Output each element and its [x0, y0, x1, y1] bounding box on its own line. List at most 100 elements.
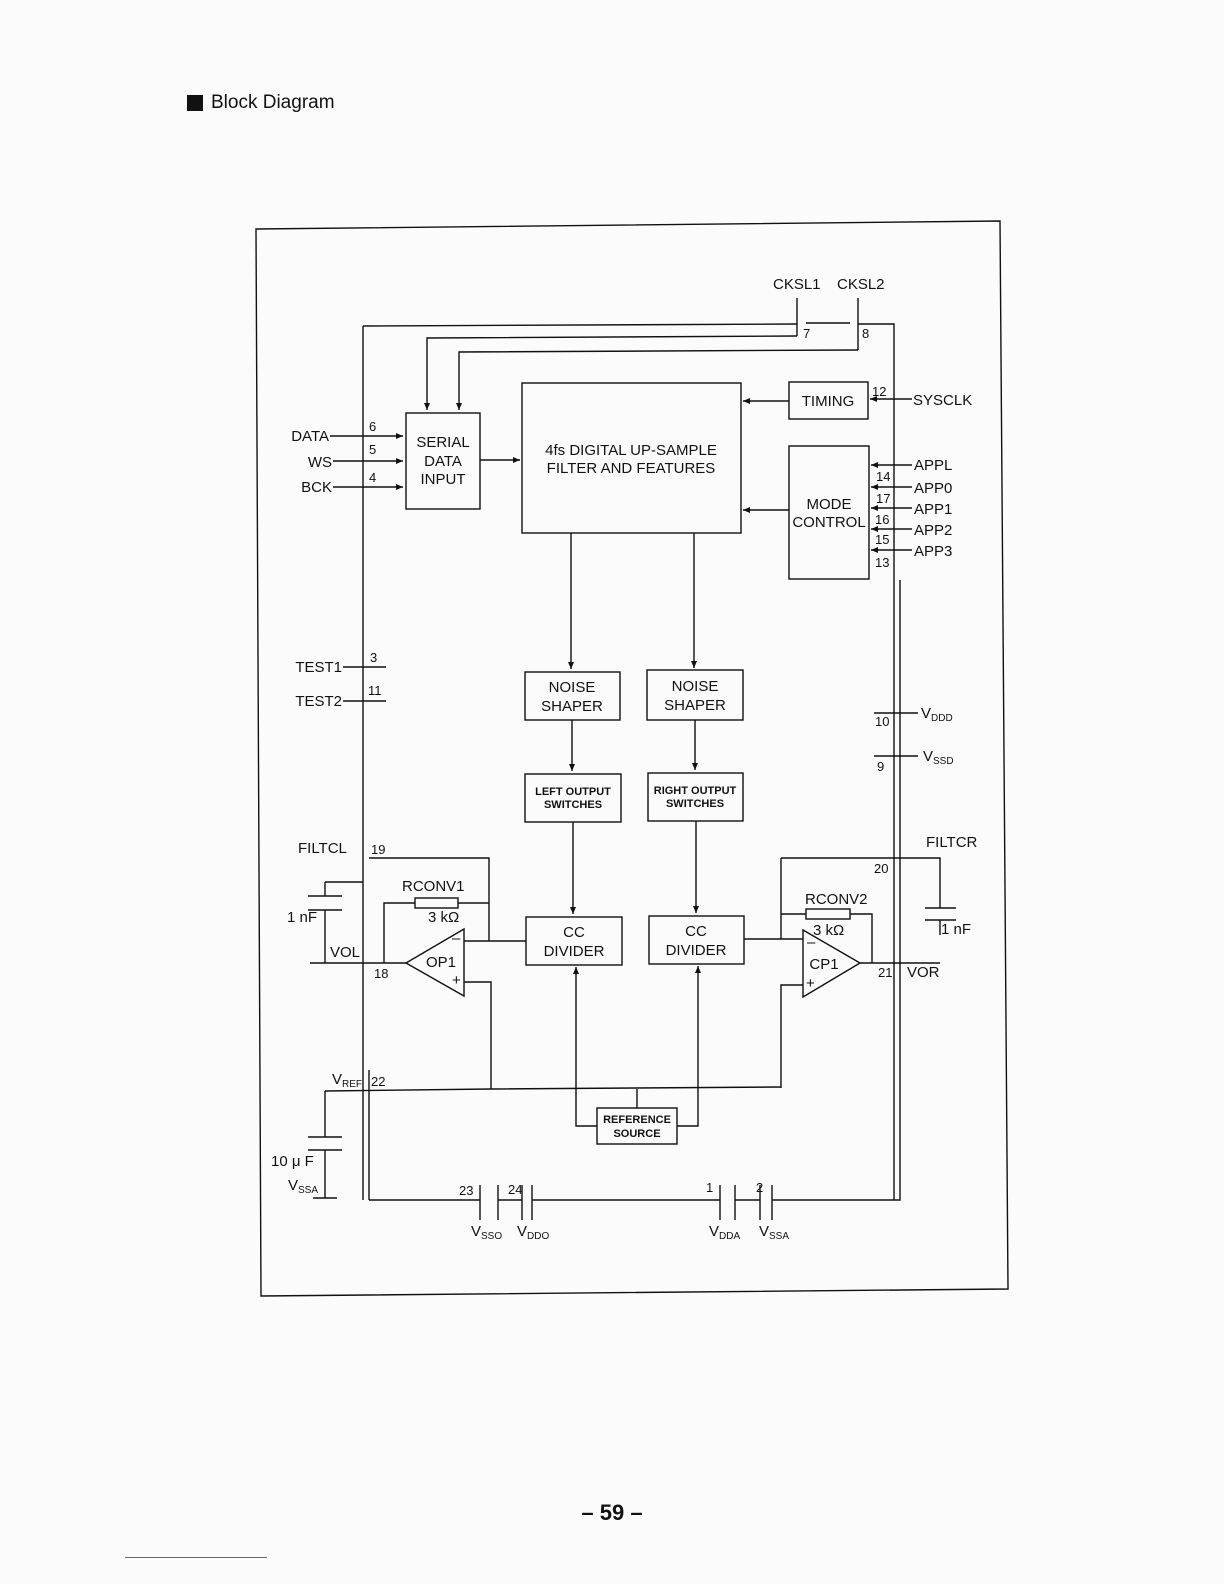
cksl1-bus-top: [362, 323, 798, 327]
op1-minus: –: [452, 930, 461, 947]
app0-label: APP0: [914, 480, 952, 497]
diagram-frame: [255, 220, 1009, 1297]
rconv2-right-wire: [850, 913, 873, 963]
right-switch-label1: RIGHT OUTPUT: [654, 785, 737, 797]
op1-plus-wire: [464, 981, 492, 1089]
vor-label: VOR: [907, 964, 940, 981]
timing-label: TIMING: [802, 393, 855, 410]
cp1-label: CP1: [809, 956, 838, 973]
rconv1-resistor: [414, 897, 459, 909]
ws-label: WS: [308, 454, 332, 471]
cc-divider-left-block: [525, 916, 623, 966]
cp1-plus: +: [806, 975, 815, 992]
op1-label: OP1: [426, 954, 456, 971]
vdda-vssa-pins: [719, 1185, 773, 1220]
sysclk-label: SYSCLK: [913, 392, 972, 409]
right-switch-label2: SWITCHES: [666, 798, 724, 810]
serial-data-label: DATA: [424, 453, 462, 470]
pin-23: 23: [459, 1183, 473, 1198]
noise-right-label2: SHAPER: [664, 697, 726, 714]
r1-value-label: 3 kΩ: [428, 909, 459, 926]
pin-15: 15: [875, 532, 889, 547]
reference-to-cc-left: [573, 967, 597, 1127]
vssa-left-label: VSSA: [288, 1177, 318, 1196]
pin-20: 20: [874, 861, 888, 876]
noise-left-label2: SHAPER: [541, 698, 603, 715]
filtcl-label: FILTCL: [298, 840, 347, 857]
timing-block: [788, 381, 869, 420]
left-capacitor: [308, 882, 342, 963]
cksl2-label: CKSL2: [837, 276, 885, 293]
pin-5: 5: [369, 442, 376, 457]
mode-label: MODE: [807, 496, 852, 513]
noise-shaper-left-block: [524, 671, 621, 721]
op1-amplifier: [404, 927, 465, 998]
serial-label: SERIAL: [416, 434, 469, 451]
bottom-link-underline: [125, 1557, 267, 1558]
rconv1-left-wire: [383, 902, 415, 963]
heading-bullet-icon: [187, 95, 203, 111]
reference-to-cc-right: [677, 966, 701, 1127]
noise-right-label1: NOISE: [672, 678, 719, 695]
page-number: – 59 –: [581, 1500, 643, 1525]
pin-1: 1: [706, 1180, 713, 1195]
cc-left-label2: DIVIDER: [544, 943, 605, 960]
rconv2-label: RCONV2: [805, 891, 868, 908]
pin-12: 12: [872, 384, 886, 399]
heading-text: Block Diagram: [211, 92, 335, 113]
ref-capacitor: [308, 1091, 342, 1199]
pin-22: 22: [371, 1074, 385, 1089]
cp1-amplifier: [802, 928, 862, 999]
right-bus-line: [858, 323, 895, 1200]
filtcr-label: FILTCR: [926, 834, 978, 851]
app3-label: APP3: [914, 543, 952, 560]
vddd-label: VDDD: [921, 705, 953, 724]
serial-data-input-block: [405, 412, 481, 510]
cksl2-to-serial: [456, 349, 859, 410]
test2-label: TEST2: [295, 693, 342, 710]
cp1-minus: –: [807, 934, 816, 951]
vssa-label: VSSA: [759, 1223, 789, 1242]
vssd-label: VSSD: [923, 748, 954, 767]
cc-left-label1: CC: [563, 924, 585, 941]
right-output-switches-block: [647, 772, 744, 822]
pin-3: 3: [370, 650, 377, 665]
c-ref-label: 10 μ F: [271, 1153, 314, 1170]
vsso-label: VSSO: [471, 1223, 502, 1242]
filter-label-line1: 4fs DIGITAL UP-SAMPLE: [545, 442, 717, 459]
bottom-bus-line: [369, 580, 901, 1201]
page-heading: Block Diagram: [187, 92, 335, 114]
digital-filter-block: [521, 382, 742, 534]
data-label: DATA: [291, 428, 329, 445]
vddo-label: VDDO: [517, 1223, 549, 1242]
vref-label: VREF: [332, 1071, 362, 1090]
noise-shaper-right-block: [646, 669, 744, 721]
left-switch-label2: SWITCHES: [544, 799, 602, 811]
pin-13: 13: [875, 555, 889, 570]
pin-17: 17: [876, 491, 890, 506]
pin-9: 9: [877, 759, 884, 774]
pin-6: 6: [369, 419, 376, 434]
pin-10: 10: [875, 714, 889, 729]
filtcl-feedback-line: [369, 857, 490, 941]
c-left-label: 1 nF: [287, 909, 317, 926]
pin-21: 21: [878, 965, 892, 980]
cc-right-label2: DIVIDER: [666, 942, 727, 959]
c-right-label: 1 nF: [941, 921, 971, 938]
control-label: CONTROL: [792, 514, 865, 531]
vdda-label: VDDA: [709, 1223, 740, 1242]
serial-input-label: INPUT: [421, 471, 466, 488]
filtcr-capacitor: [781, 857, 956, 935]
pin-18: 18: [374, 966, 388, 981]
op1-plus: +: [452, 972, 461, 989]
pin-2: 2: [756, 1180, 763, 1195]
left-switch-label1: LEFT OUTPUT: [535, 786, 611, 798]
reference-label1: REFERENCE: [603, 1114, 671, 1126]
reference-label2: SOURCE: [613, 1128, 660, 1140]
cc-right-label1: CC: [685, 923, 707, 940]
vsso-vddo-pins: [479, 1185, 533, 1220]
pin-14: 14: [876, 469, 890, 484]
cksl1-to-serial: [424, 335, 798, 410]
cp1-plus-wire: [780, 984, 803, 1088]
